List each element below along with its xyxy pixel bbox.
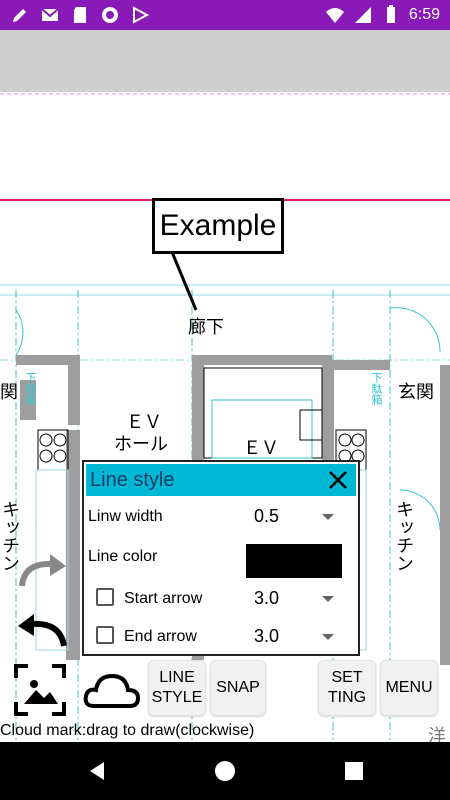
linewidth-value[interactable]: 0.5: [254, 506, 280, 526]
linewidth-row[interactable]: Linw width 0.5: [88, 502, 354, 532]
circle-app-icon: [102, 7, 118, 23]
menu-button[interactable]: MENU: [380, 660, 438, 716]
end-arrow-row: End arrow 3.0: [88, 622, 354, 652]
line-color-swatch[interactable]: [246, 544, 342, 578]
home-icon[interactable]: [214, 760, 236, 782]
linecolor-row: Line color: [88, 542, 354, 582]
snap-button[interactable]: SNAP: [210, 660, 266, 716]
label-corridor: 廊下: [188, 317, 224, 338]
end-arrow-checkbox[interactable]: [96, 626, 114, 644]
status-time: 6:59: [408, 6, 440, 23]
signal-icon: [354, 7, 371, 23]
drawing-canvas[interactable]: [0, 92, 450, 742]
chevron-down-icon[interactable]: [322, 514, 334, 520]
label-shoe-box-right: 下駄箱: [370, 372, 383, 405]
play-store-icon: [133, 6, 150, 24]
menu-button-label: MENU: [385, 679, 433, 696]
label-ev-hall-1: ＥＶ: [126, 412, 162, 433]
sd-card-icon: [74, 7, 86, 23]
linewidth-label: Linw width: [88, 508, 163, 525]
redo-icon[interactable]: [14, 550, 70, 600]
gmail-icon: [41, 8, 59, 21]
label-kitchen-right: キッチン: [393, 500, 414, 572]
status-bar: 6:59: [0, 0, 450, 30]
linecolor-label: Line color: [88, 548, 158, 565]
back-icon[interactable]: [86, 760, 108, 782]
navigation-bar: [0, 742, 450, 800]
dialog-title: Line style: [86, 464, 356, 496]
undo-icon[interactable]: [14, 608, 70, 652]
label-kitchen-left: キッチン: [0, 500, 20, 572]
label-shoe-box-left: 下駄箱: [24, 372, 37, 405]
line-style-dialog: Line style Linw width 0.5 Line color Sta…: [82, 460, 360, 656]
label-entrance-right: 玄関: [398, 382, 434, 403]
start-arrow-value[interactable]: 3.0: [254, 588, 280, 608]
label-entrance-left: 関: [0, 382, 18, 403]
pencil-icon: [13, 9, 26, 22]
chevron-down-icon[interactable]: [322, 634, 334, 640]
status-message: Cloud mark:drag to draw(clockwise): [0, 722, 255, 739]
start-arrow-checkbox[interactable]: [96, 588, 114, 606]
callout-text: Example: [159, 209, 277, 242]
end-arrow-value[interactable]: 3.0: [254, 626, 280, 646]
image-icon[interactable]: [14, 664, 66, 716]
wifi-icon: [325, 8, 344, 23]
example-callout[interactable]: Example: [152, 198, 284, 254]
label-western-room: 洋: [428, 726, 446, 747]
sheet-margin: [0, 30, 450, 92]
label-ev-hall-2: ホール: [114, 434, 168, 455]
battery-icon: [386, 5, 395, 23]
start-arrow-row: Start arrow 3.0: [88, 584, 354, 614]
snap-button-label: SNAP: [216, 679, 260, 696]
cloud-icon[interactable]: [82, 668, 142, 712]
dialog-title-text: Line style: [90, 469, 175, 491]
end-arrow-label: End arrow: [124, 628, 197, 645]
recents-icon[interactable]: [344, 761, 364, 781]
start-arrow-label: Start arrow: [124, 590, 203, 607]
chevron-down-icon[interactable]: [322, 596, 334, 602]
close-icon[interactable]: [326, 468, 350, 492]
label-ev: ＥＶ: [243, 438, 279, 459]
